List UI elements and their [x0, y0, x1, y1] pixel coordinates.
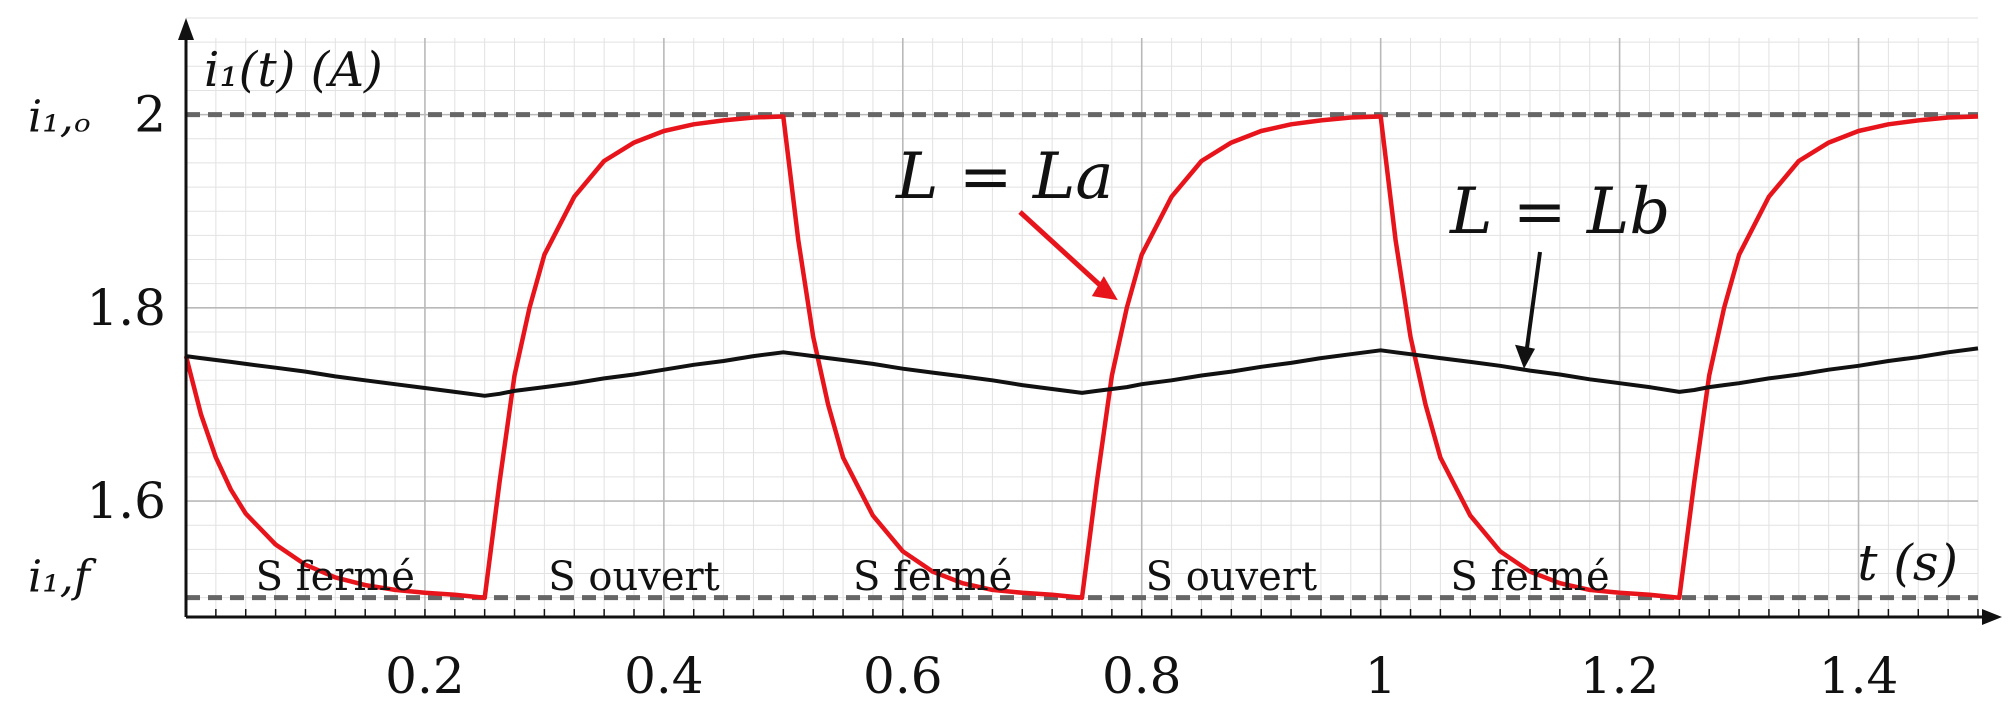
- x-tick-label: 0.4: [624, 647, 704, 705]
- y-tick-label: 1.6: [86, 472, 166, 530]
- x-axis-arrow: [1982, 609, 2002, 625]
- series-arrow-lb: [1524, 251, 1542, 355]
- x-tick-label: 0.6: [863, 647, 943, 705]
- major-grid: [185, 38, 1978, 617]
- x-tick-label: 1.2: [1580, 647, 1660, 705]
- y-tick-label: 2: [134, 86, 166, 144]
- y-axis-label: i₁(t) (A): [204, 42, 383, 98]
- series-arrowhead-la: [1091, 276, 1118, 301]
- tick-labels: 0.2 0.4 0.6 0.8 1 1.2 1.4 1.6 1.8 2: [86, 86, 1898, 705]
- series-line: [185, 346, 1979, 398]
- phase-label: S fermé: [256, 554, 415, 600]
- reference-line-label: i₁,ₒ: [28, 92, 91, 143]
- annotations: L = La L = Lb: [895, 140, 1670, 369]
- series-label-la: L = La: [895, 140, 1113, 214]
- phase-label: S fermé: [853, 554, 1012, 600]
- phase-label: S fermé: [1450, 554, 1609, 600]
- x-tick-label: 1: [1365, 647, 1397, 705]
- chart-labels: i₁,ₒ i₁,f i₁(t) (A) t (s) S fermé S ouvert S f…: [28, 42, 1958, 603]
- minor-grid: [186, 17, 1979, 617]
- series-arrowhead-lb: [1515, 344, 1536, 369]
- reference-line-label: i₁,f: [28, 552, 97, 603]
- x-tick-label: 1.4: [1819, 647, 1899, 705]
- series-line: [183, 114, 1979, 600]
- y-tick-label: 1.8: [86, 279, 166, 337]
- series-arrow-la: [1018, 210, 1112, 296]
- x-tick-label: 0.2: [385, 647, 465, 705]
- x-tick-label: 0.8: [1102, 647, 1182, 705]
- series-label-lb: L = Lb: [1449, 175, 1670, 249]
- x-axis-label: t (s): [1857, 534, 1958, 592]
- axes: [178, 18, 2002, 625]
- phase-label: S ouvert: [1146, 554, 1317, 600]
- y-axis-arrow: [178, 18, 194, 40]
- series-layer: [183, 114, 1979, 600]
- phase-label: S ouvert: [548, 554, 719, 600]
